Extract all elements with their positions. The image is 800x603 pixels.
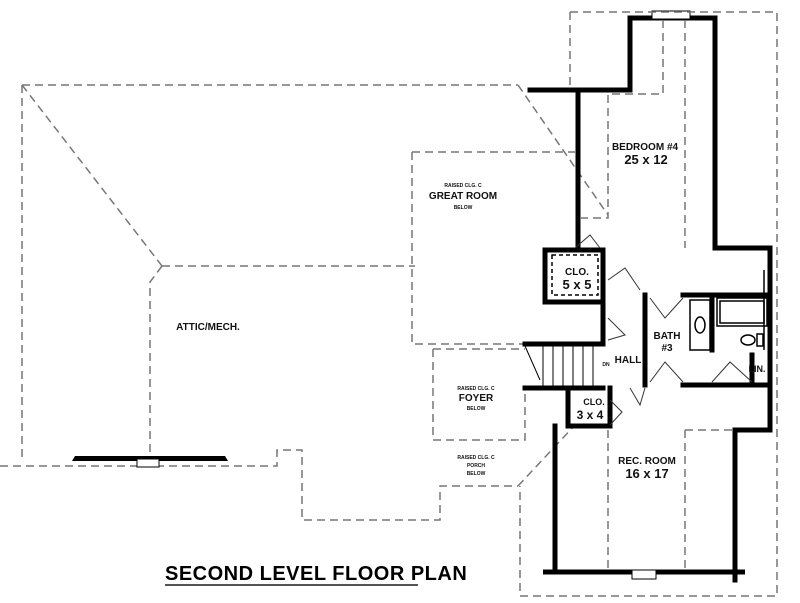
porch-label: PORCH <box>467 463 485 469</box>
linen-label: LIN. <box>749 364 766 374</box>
bath-3-label: BATH <box>653 331 680 342</box>
stairs <box>522 341 606 391</box>
rec-room-label: REC. ROOM <box>618 456 676 467</box>
bath-3-number: #3 <box>661 343 673 354</box>
closet-5x5-label: CLO. <box>565 267 589 278</box>
closet-3x4-size: 3 x 4 <box>577 408 604 422</box>
stairs-direction: DN <box>602 362 610 368</box>
bedroom-4-size: 25 x 12 <box>624 152 667 167</box>
foyer-top: RAISED CLG. C <box>457 386 495 392</box>
plan-title: SECOND LEVEL FLOOR PLAN <box>165 563 467 585</box>
attic-label: ATTIC/MECH. <box>176 322 240 333</box>
closet-5x5-size: 5 x 5 <box>563 277 592 292</box>
toilet <box>740 334 756 346</box>
hall-label: HALL <box>615 355 642 366</box>
great-room-top: RAISED CLG. C <box>444 183 482 189</box>
bedroom-4-walls <box>527 10 773 251</box>
closet-5x5 <box>542 247 606 305</box>
vanity <box>689 299 711 351</box>
closet-3x4 <box>565 385 623 429</box>
closet-3x4-label: CLO. <box>583 397 605 407</box>
porch-top: RAISED CLG. C <box>457 455 495 461</box>
great-room-label: GREAT ROOM <box>429 191 497 202</box>
foyer-label: FOYER <box>459 393 494 404</box>
bathtub <box>716 297 768 327</box>
rec-room-walls <box>543 423 745 580</box>
great-room-bottom: BELOW <box>454 205 473 211</box>
foyer-bottom: BELOW <box>467 406 486 412</box>
porch-bottom: BELOW <box>467 471 486 477</box>
bedroom-4-label: BEDROOM #4 <box>612 142 679 153</box>
rec-room-size: 16 x 17 <box>625 466 668 481</box>
attic-vent <box>72 456 228 468</box>
attic-roof-outline <box>0 84 609 521</box>
